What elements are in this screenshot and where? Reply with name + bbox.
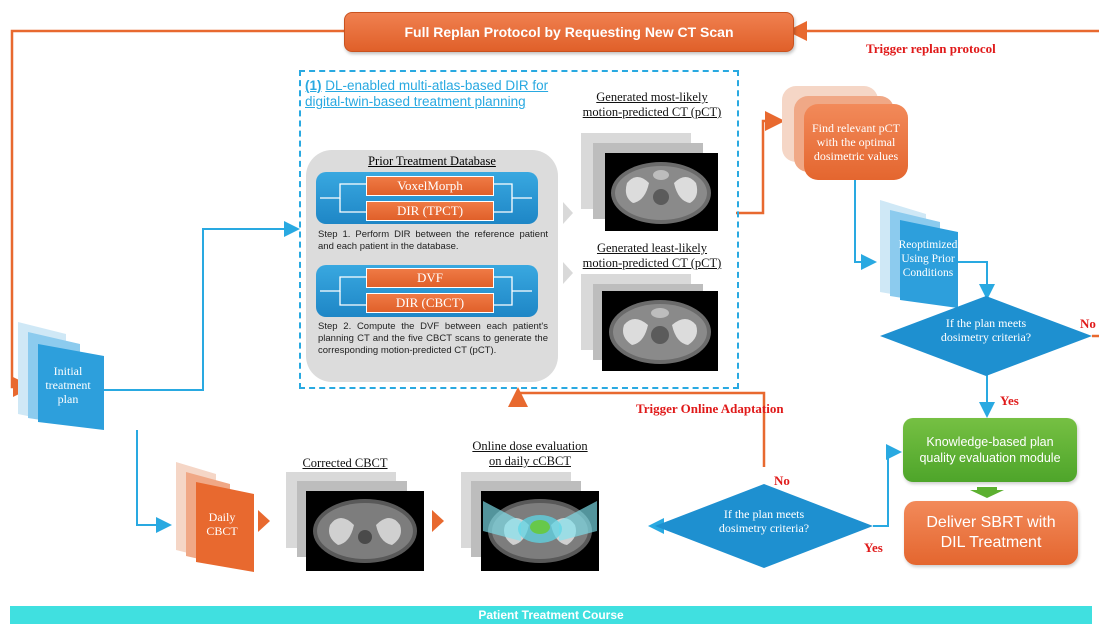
gen-most-line2: motion-predicted CT (pCT) [582, 105, 722, 119]
right-decision-text: If the plan meets dosimetry criteria? [940, 316, 1032, 344]
ct-image-most-likely [605, 153, 718, 231]
prior-db-title: Prior Treatment Database [368, 154, 496, 168]
step1-text: Step 1. Perform DIR between the referenc… [318, 229, 548, 252]
block1-lines [320, 183, 532, 213]
cbct-slice [313, 499, 417, 563]
daily-cbct-label: Daily CBCT [206, 510, 238, 538]
corrected-cbct-label: Corrected CBCT [302, 456, 388, 470]
right-decision-diamond [880, 296, 1092, 376]
bottom-decision-diamond [655, 484, 873, 568]
treatment-course-label: Patient Treatment Course [478, 608, 624, 622]
daily-cbct-card [176, 462, 254, 572]
dl-title: (1) DL-enabled multi-atlas-based DIR for… [305, 78, 548, 110]
dl-title-num: (1) [305, 78, 322, 93]
no-right-label: No [1080, 316, 1096, 331]
ct-image-least-likely [602, 291, 718, 371]
online-dose-line1: Online dose evaluation [472, 439, 588, 453]
bottom-decision-text: If the plan meets dosimetry criteria? [718, 507, 810, 535]
no-bottom-label: No [774, 473, 790, 488]
treatment-course-bar: Patient Treatment Course [10, 606, 1092, 624]
dose-image [481, 491, 599, 571]
initial-plan-label: Initial treatment plan [45, 364, 91, 406]
knowledge-box: Knowledge-based plan quality evaluation … [903, 418, 1077, 482]
replan-banner: Full Replan Protocol by Requesting New C… [344, 12, 794, 52]
online-dose-label: Online dose evaluation on daily cCBCT [460, 439, 600, 469]
online-dose-line2: on daily cCBCT [489, 454, 571, 468]
dvf-pill: DVF [366, 268, 494, 288]
gen-least-line2: motion-predicted CT (pCT) [582, 256, 722, 270]
voxelmorph-pill: VoxelMorph [366, 176, 494, 196]
reoptimized-card [880, 200, 958, 308]
ct-least-slice [609, 300, 711, 364]
find-pct-card: Find relevant pCT with the optimal dosim… [804, 104, 908, 180]
yes-bottom-label: Yes [864, 540, 883, 555]
initial-plan-card [18, 322, 104, 430]
deliver-box-label: Deliver SBRT with DIL Treatment [926, 514, 1056, 551]
trigger-online-label: Trigger Online Adaptation [636, 401, 784, 416]
find-pct-label: Find relevant pCT with the optimal dosim… [812, 121, 900, 163]
dose-slice [483, 499, 597, 563]
dl-box [299, 70, 739, 389]
dl-title-line2: digital-twin-based treatment planning [305, 94, 526, 109]
corrected-cbct-image [306, 491, 424, 571]
gen-most-label: Generated most-likely motion-predicted C… [572, 90, 732, 120]
green-down-arrow [970, 487, 1004, 498]
ct-most-slice [611, 162, 711, 224]
trigger-replan-label: Trigger replan protocol [866, 41, 996, 56]
chevron-arrows [258, 510, 444, 532]
gen-least-line1: Generated least-likely [596, 241, 708, 255]
block2-lines [320, 276, 532, 306]
reoptimized-label: Reoptimized Using Prior Conditions [898, 239, 958, 279]
gen-least-label: Generated least-likely motion-predicted … [572, 241, 732, 271]
dl-title-line1: DL-enabled multi-atlas-based DIR for [325, 78, 549, 93]
yes-right-label: Yes [1000, 393, 1019, 408]
step2-text: Step 2. Compute the DVF between each pat… [318, 321, 548, 356]
replan-banner-label: Full Replan Protocol by Requesting New C… [404, 24, 734, 40]
knowledge-box-label: Knowledge-based plan quality evaluation … [919, 435, 1061, 465]
dl-to-find-line [508, 111, 785, 467]
stack-arrows [563, 202, 573, 284]
dir-cbct-pill: DIR (CBCT) [366, 293, 494, 313]
deliver-box: Deliver SBRT with DIL Treatment [904, 501, 1078, 565]
gen-most-line1: Generated most-likely [596, 90, 708, 104]
plan-to-dl-line [104, 221, 300, 533]
dir-tpct-pill: DIR (TPCT) [366, 201, 494, 221]
